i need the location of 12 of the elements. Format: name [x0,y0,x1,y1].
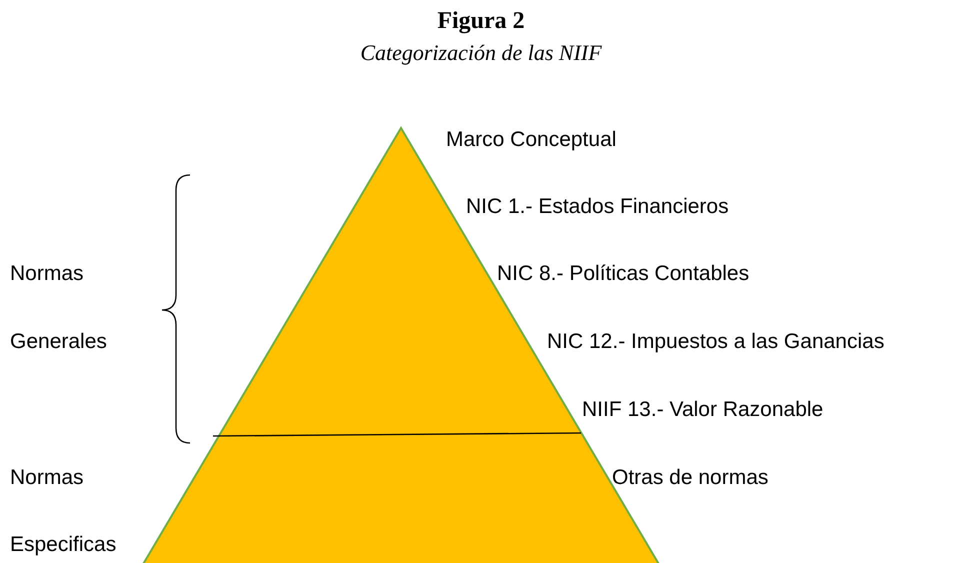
text-label: NIC 12.- Impuestos a las Ganancias [547,330,884,354]
text-label: Normas [10,466,84,490]
text-label: Otras de normas [612,466,768,490]
figure-caption: Categorización de las NIIF [360,40,602,66]
text-label: Marco Conceptual [446,128,616,152]
text-label: Especificas [10,533,116,557]
figure-title: Figura 2 [437,8,525,35]
text-label: NIC 8.- Políticas Contables [497,262,750,286]
text-label: Normas [10,262,84,286]
text-label: Generales [10,330,107,354]
text-label: NIIF 13.- Valor Razonable [582,398,824,422]
text-label: NIC 1.- Estados Financieros [466,195,729,219]
